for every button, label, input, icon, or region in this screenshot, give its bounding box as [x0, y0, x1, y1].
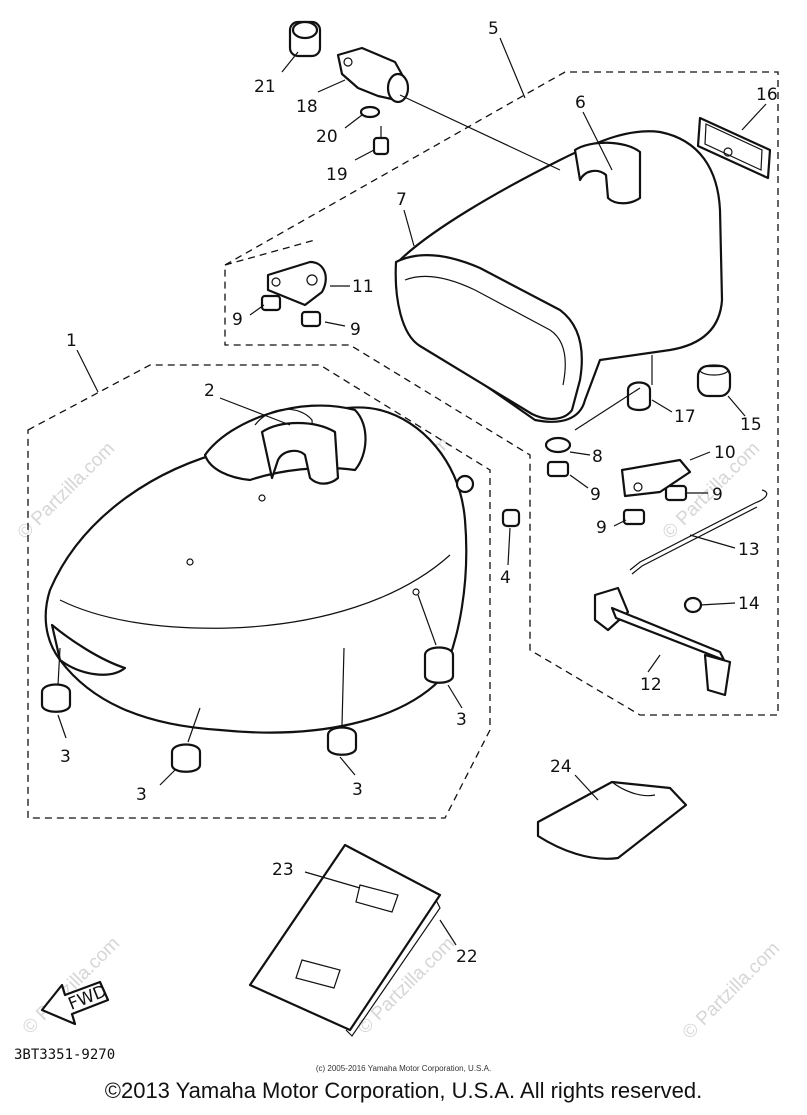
diagram-part-number: 3BT3351-9270	[14, 1047, 116, 1063]
part-22-manual	[248, 843, 442, 1037]
part-1-front-seat	[44, 404, 468, 734]
part-3-damper	[423, 646, 455, 684]
leader-lines	[57, 37, 767, 946]
callout-8: 8	[592, 447, 603, 467]
group-outline-edge	[224, 239, 316, 266]
callout-20: 20	[316, 127, 338, 147]
part-19-screw	[372, 126, 390, 156]
part-9-nut	[300, 310, 322, 328]
callout-17: 17	[674, 407, 696, 427]
watermark: © Partzilla.com	[679, 938, 784, 1043]
fwd-arrow-icon: FWD	[40, 980, 110, 1026]
part-21-cap	[288, 20, 322, 58]
callout-19: 19	[326, 165, 348, 185]
part-4-bolt	[455, 474, 521, 528]
callout-15: 15	[740, 415, 762, 435]
callout-13: 13	[738, 540, 760, 560]
part-9-nut	[546, 460, 570, 478]
part-9-nut	[622, 508, 646, 526]
callout-3: 3	[136, 785, 147, 805]
callout-3: 3	[60, 747, 71, 767]
part-2-strap	[260, 422, 340, 485]
part-3-damper	[40, 683, 72, 713]
callout-3: 3	[352, 780, 363, 800]
callout-11: 11	[352, 277, 374, 297]
part-10-bracket	[620, 458, 692, 498]
part-9-nut	[664, 484, 688, 502]
part-23-label	[295, 884, 399, 989]
callout-9: 9	[590, 485, 601, 505]
part-20-washer	[359, 105, 381, 119]
part-24-tool-bag	[536, 780, 688, 860]
callout-2: 2	[204, 381, 215, 401]
part-11-bracket	[266, 260, 327, 307]
callout-1: 1	[66, 331, 77, 351]
copyright-notice: ©2013 Yamaha Motor Corporation, U.S.A. A…	[104, 1078, 703, 1103]
part-3-damper	[170, 743, 202, 773]
part-18-lock	[336, 46, 410, 104]
callout-18: 18	[296, 97, 318, 117]
callout-14: 14	[738, 594, 760, 614]
callout-5: 5	[488, 19, 499, 39]
part-17-grommet	[626, 355, 653, 412]
callout-9: 9	[350, 320, 361, 340]
callout-3: 3	[456, 710, 467, 730]
callout-6: 6	[575, 93, 586, 113]
callout-10: 10	[714, 443, 736, 463]
callout-4: 4	[500, 568, 511, 588]
callout-16: 16	[756, 85, 778, 105]
part-16-reflector	[696, 116, 772, 180]
callout-9: 9	[232, 310, 243, 330]
part-12-hinge	[593, 586, 732, 697]
group-outline-rear-seat	[224, 71, 779, 716]
part-8-collar	[544, 436, 572, 454]
callout-23: 23	[272, 860, 294, 880]
part-14-washer	[683, 596, 703, 614]
part-9-nut	[260, 294, 282, 312]
callout-labels: 21 18 20 19 5 6 16 7 11 9 9 1 2 17 15 8 …	[60, 19, 778, 967]
part-15-damper	[696, 364, 732, 398]
callout-9: 9	[596, 518, 607, 538]
callout-24: 24	[550, 757, 572, 777]
callout-7: 7	[396, 190, 407, 210]
callout-12: 12	[640, 675, 662, 695]
callout-22: 22	[456, 947, 478, 967]
small-copyright-notice: (c) 2005-2016 Yamaha Motor Corporation, …	[315, 1064, 492, 1073]
part-3-damper	[326, 726, 358, 756]
part-7-rear-seat	[394, 130, 724, 423]
part-13-rod	[629, 489, 768, 575]
callout-9: 9	[712, 485, 723, 505]
callout-21: 21	[254, 77, 276, 97]
group-outline-front-seat	[27, 364, 491, 819]
